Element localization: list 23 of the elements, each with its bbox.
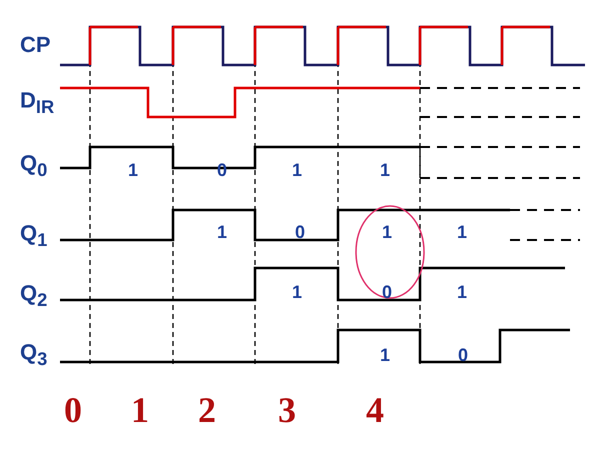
signal-name: Q$_{1}$ <box>20 222 48 250</box>
signal-name: CP <box>20 34 51 56</box>
bit-value: 1 <box>382 223 392 241</box>
clock-pulse-number: 1 <box>131 392 149 428</box>
bit-value: 0 <box>295 223 305 241</box>
signal-name: Q$_{0}$ <box>20 152 48 180</box>
clock-pulse-number: 0 <box>64 392 82 428</box>
bit-value: 1 <box>457 283 467 301</box>
bit-value: 1 <box>380 161 390 179</box>
clock-pulse-number: 3 <box>278 392 296 428</box>
signal-name: Q$_{3}$ <box>20 342 48 368</box>
bit-value: 0 <box>382 283 392 301</box>
bit-value: 1 <box>380 346 390 364</box>
bit-value: 1 <box>217 223 227 241</box>
clock-pulse-number: 4 <box>366 392 384 428</box>
bit-value: 1 <box>292 283 302 301</box>
signal-name: Q$_{2}$ <box>20 282 48 310</box>
bit-value: 1 <box>292 161 302 179</box>
bit-value: 1 <box>128 161 138 179</box>
clock-pulse-number: 2 <box>198 392 216 428</box>
signal-name: D$_{IR}$ <box>20 90 54 116</box>
bit-value: 1 <box>457 223 467 241</box>
bit-value: 0 <box>458 346 468 364</box>
